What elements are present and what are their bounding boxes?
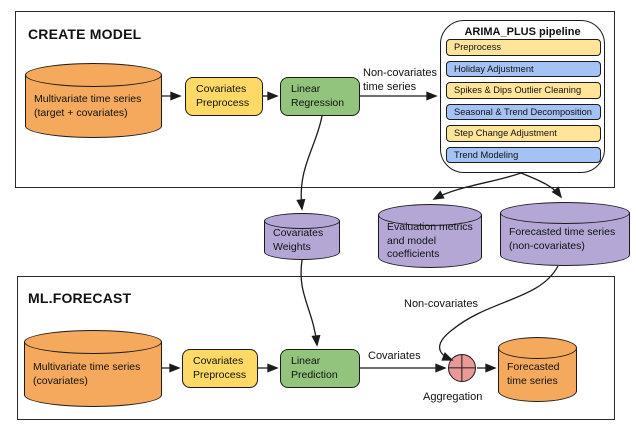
cylinder-top bbox=[378, 204, 482, 226]
cylinder-forecasted-noncovariates: Forecasted time series (non-covariates) bbox=[500, 202, 630, 266]
covariates-preprocess-box-forecast: Covariates Preprocess bbox=[182, 349, 258, 388]
pipeline-step-holiday-adjustment: Holiday Adjustment bbox=[446, 60, 601, 77]
covariates-label: Covariates bbox=[368, 350, 421, 362]
cylinder-forecasted-time-series: Forecasted time series bbox=[498, 337, 577, 402]
cylinder-label: Covariates Weights bbox=[273, 226, 324, 253]
pipeline-step-preprocess: Preprocess bbox=[446, 39, 601, 56]
cylinder-top bbox=[24, 330, 162, 354]
cylinder-label: Forecasted time series (non-covariates) bbox=[509, 225, 616, 252]
cylinder-label: Forecasted time series bbox=[507, 361, 560, 387]
noncovariates-label: Non-covariates bbox=[404, 298, 478, 310]
aggregation-label: Aggregation bbox=[423, 391, 483, 403]
noncovariates-time-series-label: Non-covariates time series bbox=[363, 67, 437, 94]
cylinder-label: Multivariate time series (covariates) bbox=[33, 360, 141, 387]
cylinder-label: Multivariate time series (target + covar… bbox=[34, 92, 142, 119]
linear-prediction-box: Linear Prediction bbox=[280, 349, 360, 388]
arima-plus-pipeline: ARIMA_PLUS pipeline Preprocess Holiday A… bbox=[440, 20, 605, 173]
cylinder-top bbox=[25, 63, 162, 87]
pipeline-title: ARIMA_PLUS pipeline bbox=[464, 26, 581, 38]
cylinder-top bbox=[264, 213, 340, 229]
ml-forecast-title: ML.FORECAST bbox=[28, 290, 132, 306]
covariates-preprocess-box-create: Covariates Preprocess bbox=[185, 77, 263, 116]
cylinder-evaluation-metrics: Evaluation metrics and model coefficient… bbox=[378, 204, 482, 268]
cylinder-multivariate-target-covariates: Multivariate time series (target + covar… bbox=[25, 63, 162, 138]
linear-regression-box: Linear Regression bbox=[280, 77, 360, 116]
cylinder-multivariate-covariates: Multivariate time series (covariates) bbox=[24, 330, 162, 407]
cylinder-covariates-weights: Covariates Weights bbox=[264, 213, 340, 260]
pipeline-step-spikes-dips: Spikes & Dips Outlier Cleaning bbox=[446, 82, 601, 99]
cylinder-label: Evaluation metrics and model coefficient… bbox=[387, 221, 473, 261]
create-model-title: CREATE MODEL bbox=[28, 26, 142, 42]
cylinder-top bbox=[500, 202, 630, 224]
pipeline-step-step-change: Step Change Adjustment bbox=[446, 125, 601, 142]
pipeline-step-trend-modeling: Trend Modeling bbox=[446, 146, 601, 163]
cylinder-body bbox=[25, 75, 162, 138]
pipeline-step-seasonal-trend: Seasonal & Trend Decomposition bbox=[446, 103, 601, 120]
aggregation-plus-icon bbox=[448, 354, 476, 382]
